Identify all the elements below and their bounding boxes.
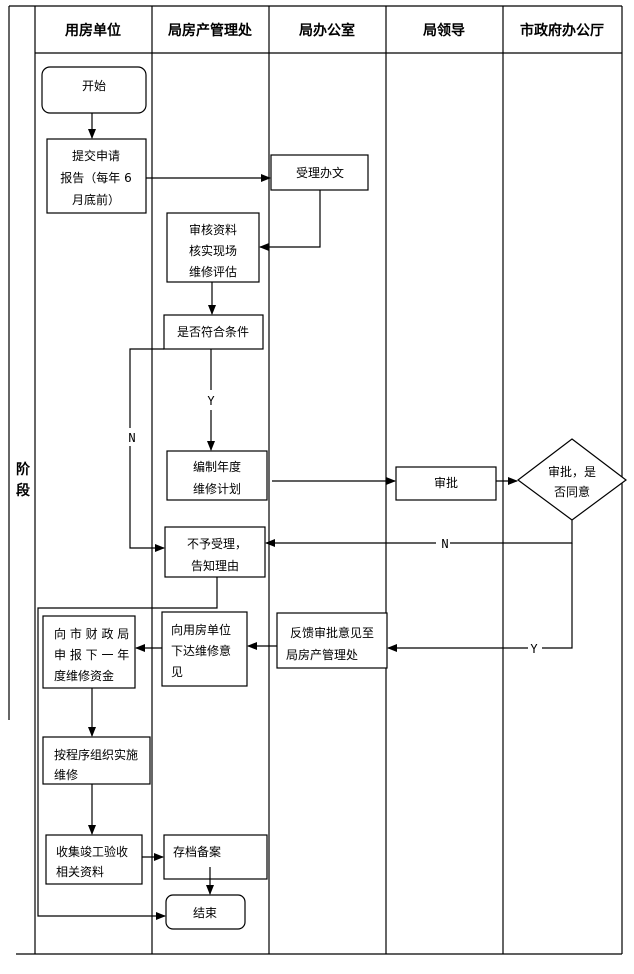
lane-header-bureau-leader: 局领导 [423,22,465,39]
edge-accept-to-review [259,190,321,251]
process-box [166,450,268,501]
node-review-line-2: 核实现场 [189,243,237,258]
stage-label: 阶 段 [16,461,31,499]
node-accept-doc: 受理办文 [270,154,369,191]
process-box [395,466,497,501]
node-start: 开始 [41,66,147,114]
lane-header-user-unit: 用房单位 [65,22,121,39]
node-apply-funds-line-2: 申 报 下 一 年 [54,647,129,662]
node-annual-plan-line-2: 维修计划 [193,481,241,496]
node-approved-decision-line-1: 审批，是 [548,464,596,479]
node-submit-report-line-3: 月底前） [72,192,120,207]
node-approved-decision: 审批，是 否同意 [516,438,628,521]
edge-conditions-no-upper [129,348,164,428]
node-issue-opinion-line-3: 见 [171,665,183,679]
node-collect-docs-line-2: 相关资料 [56,865,104,879]
stage-label-char-1: 阶 [16,461,31,478]
edge-conditions-no-lower [129,446,165,552]
connectors [37,113,573,920]
process-box [46,138,147,214]
node-issue-opinion: 向用房单位 下达维修意 见 [161,611,248,687]
label-decision-no: N [441,537,448,551]
label-conditions-yes: Y [207,394,215,408]
lane-header-bureau-office: 局办公室 [299,22,355,39]
node-reject-line-1: 不予受理， [187,537,247,551]
node-approve: 审批 [395,466,497,501]
process-box [42,736,151,785]
label-conditions-no: N [128,431,135,445]
edge-reject-to-end [37,577,218,920]
decision-diamond [516,438,628,521]
node-submit-report-line-2: 报告（每年 6 [60,170,131,185]
node-implement: 按程序组织实施 维修 [42,736,151,785]
node-submit-report-line-1: 提交申请 [72,148,120,163]
process-box [45,834,143,885]
node-approved-decision-line-2: 否同意 [554,484,590,499]
process-box [42,615,136,689]
node-feedback-line-2: 局房产管理处 [286,647,358,662]
node-implement-line-1: 按程序组织实施 [54,747,138,762]
label-decision-yes: Y [530,642,538,656]
lane-header-property-office: 局房产管理处 [168,22,253,39]
node-annual-plan-line-1: 编制年度 [193,459,241,474]
node-feedback: 反馈审批意见至 局房产管理处 [276,612,388,669]
node-annual-plan: 编制年度 维修计划 [166,450,268,501]
terminal-shape [165,894,246,930]
node-collect-docs: 收集竣工验收 相关资料 [45,834,143,885]
node-end-label: 结束 [193,906,217,920]
node-end: 结束 [165,894,246,930]
process-box [163,834,268,880]
node-apply-funds: 向 市 财 政 局 申 报 下 一 年 度维修资金 [42,615,136,689]
process-box [166,212,260,283]
node-accept-doc-label: 受理办文 [296,165,344,180]
node-implement-line-2: 维修 [54,767,78,782]
node-archive-label: 存档备案 [173,844,221,859]
node-archive: 存档备案 [163,834,268,880]
node-reject: 不予受理， 告知理由 [164,526,266,578]
node-submit-report: 提交申请 报告（每年 6 月底前） [46,138,147,214]
node-review-line-1: 审核资料 [189,222,237,237]
edge-decision-no-right [450,520,573,544]
stage-label-char-2: 段 [16,482,30,499]
node-reject-line-2: 告知理由 [191,559,239,573]
process-box [276,612,388,669]
node-issue-opinion-line-2: 下达维修意 [171,643,231,658]
node-start-label: 开始 [82,79,106,93]
node-feedback-line-1: 反馈审批意见至 [290,625,374,640]
node-approve-label: 审批 [434,475,458,490]
terminal-shape [41,66,147,114]
lane-header-city-gov-office: 市政府办公厅 [520,22,604,39]
node-meets-conditions: 是否符合条件 [163,314,264,350]
node-review: 审核资料 核实现场 维修评估 [166,212,260,283]
process-box [163,314,264,350]
node-apply-funds-line-3: 度维修资金 [54,668,114,683]
node-collect-docs-line-1: 收集竣工验收 [56,844,128,859]
node-issue-opinion-line-1: 向用房单位 [171,622,231,637]
edge-decision-yes-right [542,543,573,649]
process-box [161,611,248,687]
lane-headers: 用房单位 局房产管理处 局办公室 局领导 市政府办公厅 [65,22,604,39]
edge-labels: Y N N Y [128,394,538,656]
process-box [164,526,266,578]
node-review-line-3: 维修评估 [189,264,237,279]
node-apply-funds-line-1: 向 市 财 政 局 [54,626,129,641]
node-meets-conditions-label: 是否符合条件 [177,324,249,339]
